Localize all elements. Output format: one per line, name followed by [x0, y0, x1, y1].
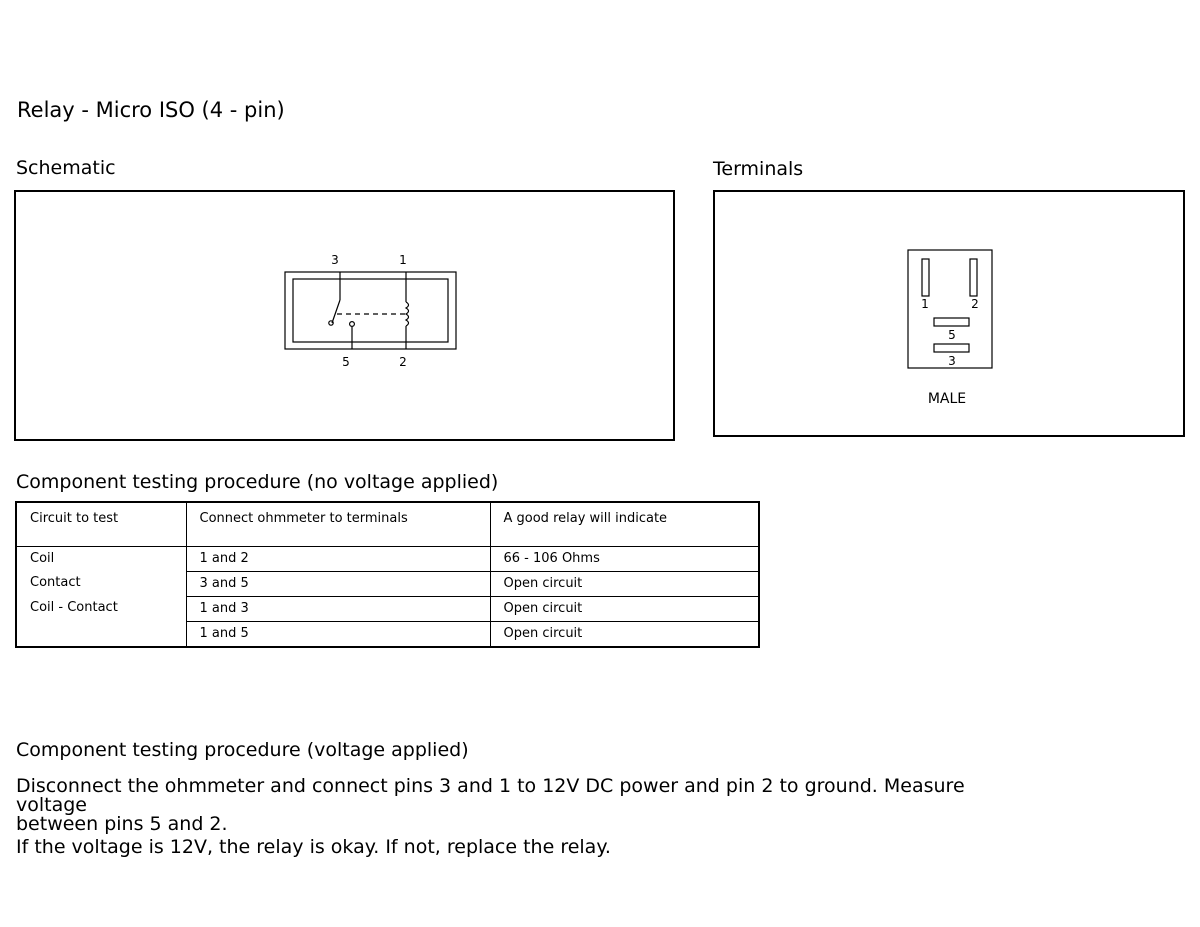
schematic-pin-5-label: 5 — [342, 355, 350, 369]
schematic-panel: 3 1 5 2 — [14, 190, 675, 441]
table-row: Contact 3 and 5 Open circuit — [15, 570, 760, 597]
test-no-voltage-heading: Component testing procedure (no voltage … — [16, 471, 499, 493]
switch-pivot — [328, 320, 334, 326]
cell-result: Open circuit — [489, 570, 760, 597]
cell-circuit: Coil — [15, 545, 187, 571]
schematic-pin-3-label: 3 — [331, 253, 339, 267]
relay-outer-housing — [284, 271, 457, 350]
terminals-label: Terminals — [713, 158, 804, 180]
terminal-pin-1-label: 1 — [921, 297, 929, 311]
cell-terminals: 1 and 5 — [185, 620, 491, 647]
terminal-pin-2-label: 2 — [971, 297, 979, 311]
cell-circuit — [15, 621, 187, 647]
table-header-row: Circuit to test Connect ohmmeter to term… — [15, 501, 760, 547]
relay-coil — [404, 301, 410, 327]
cell-terminals: 1 and 3 — [185, 595, 491, 622]
schematic-label: Schematic — [16, 157, 116, 179]
test-voltage-instructions: Disconnect the ohmmeter and connect pins… — [16, 777, 1016, 857]
instruction-line-3: If the voltage is 12V, the relay is okay… — [16, 836, 611, 858]
test-voltage-heading: Component testing procedure (voltage app… — [16, 739, 469, 761]
relay-terminal-diagram: 1 2 5 3 MALE — [907, 249, 993, 407]
connector-outline — [907, 249, 993, 369]
schematic-pin-2-label: 2 — [399, 355, 407, 369]
switch-contact-5 — [349, 321, 356, 328]
cell-terminals: 1 and 2 — [185, 545, 491, 572]
instruction-line-2: between pins 5 and 2. — [16, 813, 228, 835]
schematic-pin-1-label: 1 — [399, 253, 407, 267]
table-row: 1 and 5 Open circuit — [15, 620, 760, 647]
test-table: Circuit to test Connect ohmmeter to term… — [15, 501, 760, 648]
column-header-terminals: Connect ohmmeter to terminals — [185, 501, 491, 547]
cell-circuit: Coil - Contact — [15, 596, 187, 621]
relay-inner-housing — [292, 278, 449, 343]
terminal-blade-5 — [933, 317, 970, 327]
terminal-blade-1 — [921, 258, 930, 297]
cell-circuit: Contact — [15, 571, 187, 596]
column-header-circuit: Circuit to test — [15, 501, 187, 547]
terminal-gender-label: MALE — [928, 391, 966, 407]
relay-schematic-diagram: 3 1 5 2 — [284, 253, 457, 369]
switch-arm — [331, 299, 341, 324]
column-header-result: A good relay will indicate — [489, 501, 760, 547]
cell-result: Open circuit — [489, 620, 760, 647]
table-row: Coil - Contact 1 and 3 Open circuit — [15, 595, 760, 622]
terminal-pin-5-label: 5 — [948, 328, 956, 342]
cell-result: Open circuit — [489, 595, 760, 622]
cell-terminals: 3 and 5 — [185, 570, 491, 597]
cell-result: 66 - 106 Ohms — [489, 545, 760, 572]
page-title: Relay - Micro ISO (4 - pin) — [17, 98, 285, 122]
terminal-blade-2 — [969, 258, 978, 297]
terminal-pin-3-label: 3 — [948, 354, 956, 368]
instruction-line-1: Disconnect the ohmmeter and connect pins… — [16, 775, 965, 816]
table-row: Coil 1 and 2 66 - 106 Ohms — [15, 545, 760, 572]
terminal-blade-3 — [933, 343, 970, 353]
terminals-panel: 1 2 5 3 MALE — [713, 190, 1185, 437]
